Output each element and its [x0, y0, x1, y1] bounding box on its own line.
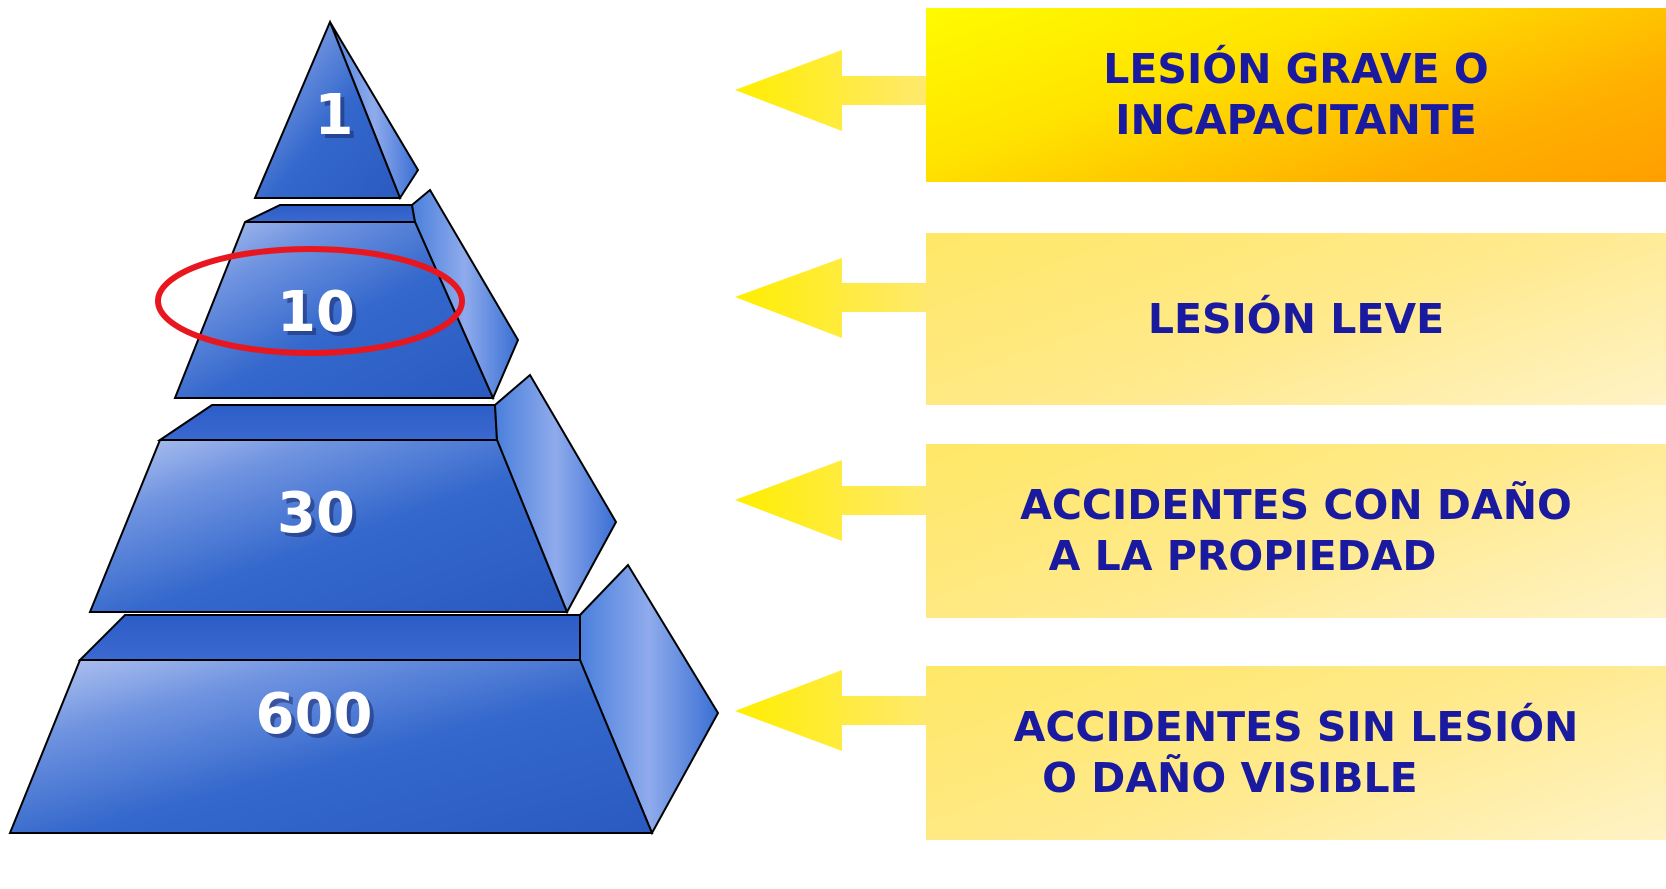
svg-text:30: 30 [281, 485, 359, 550]
label-box-2: LESIÓN LEVE [926, 233, 1666, 405]
label-serious-injury: LESIÓN GRAVE O INCAPACITANTE [1103, 45, 1489, 144]
pyramid-tier-3 [88, 373, 618, 615]
label-box-1: LESIÓN GRAVE O INCAPACITANTE [926, 8, 1666, 182]
pyramid-tier-1 [253, 19, 420, 201]
svg-text:1: 1 [319, 87, 358, 152]
arrow-3 [735, 460, 930, 541]
highlight-ring [155, 246, 465, 356]
arrow-2 [735, 258, 930, 338]
label-box-4: ACCIDENTES SIN LESIÓN O DAÑO VISIBLE [926, 666, 1666, 840]
svg-text:600: 600 [260, 686, 377, 751]
tier-value-3: 30 [277, 481, 355, 546]
tier-value-4: 600 [256, 682, 373, 747]
pyramid-tier-4 [8, 563, 720, 836]
label-no-injury: ACCIDENTES SIN LESIÓN O DAÑO VISIBLE [1013, 703, 1579, 802]
arrow-4 [735, 670, 930, 751]
tier-value-2: 10 [277, 280, 355, 345]
arrow-1 [735, 50, 930, 131]
label-property-damage: ACCIDENTES CON DAÑO A LA PROPIEDAD [1020, 481, 1572, 580]
label-minor-injury: LESIÓN LEVE [1147, 294, 1445, 343]
label-box-3: ACCIDENTES CON DAÑO A LA PROPIEDAD [926, 444, 1666, 618]
svg-text:10: 10 [281, 284, 359, 349]
tier-value-1: 1 [315, 83, 354, 148]
